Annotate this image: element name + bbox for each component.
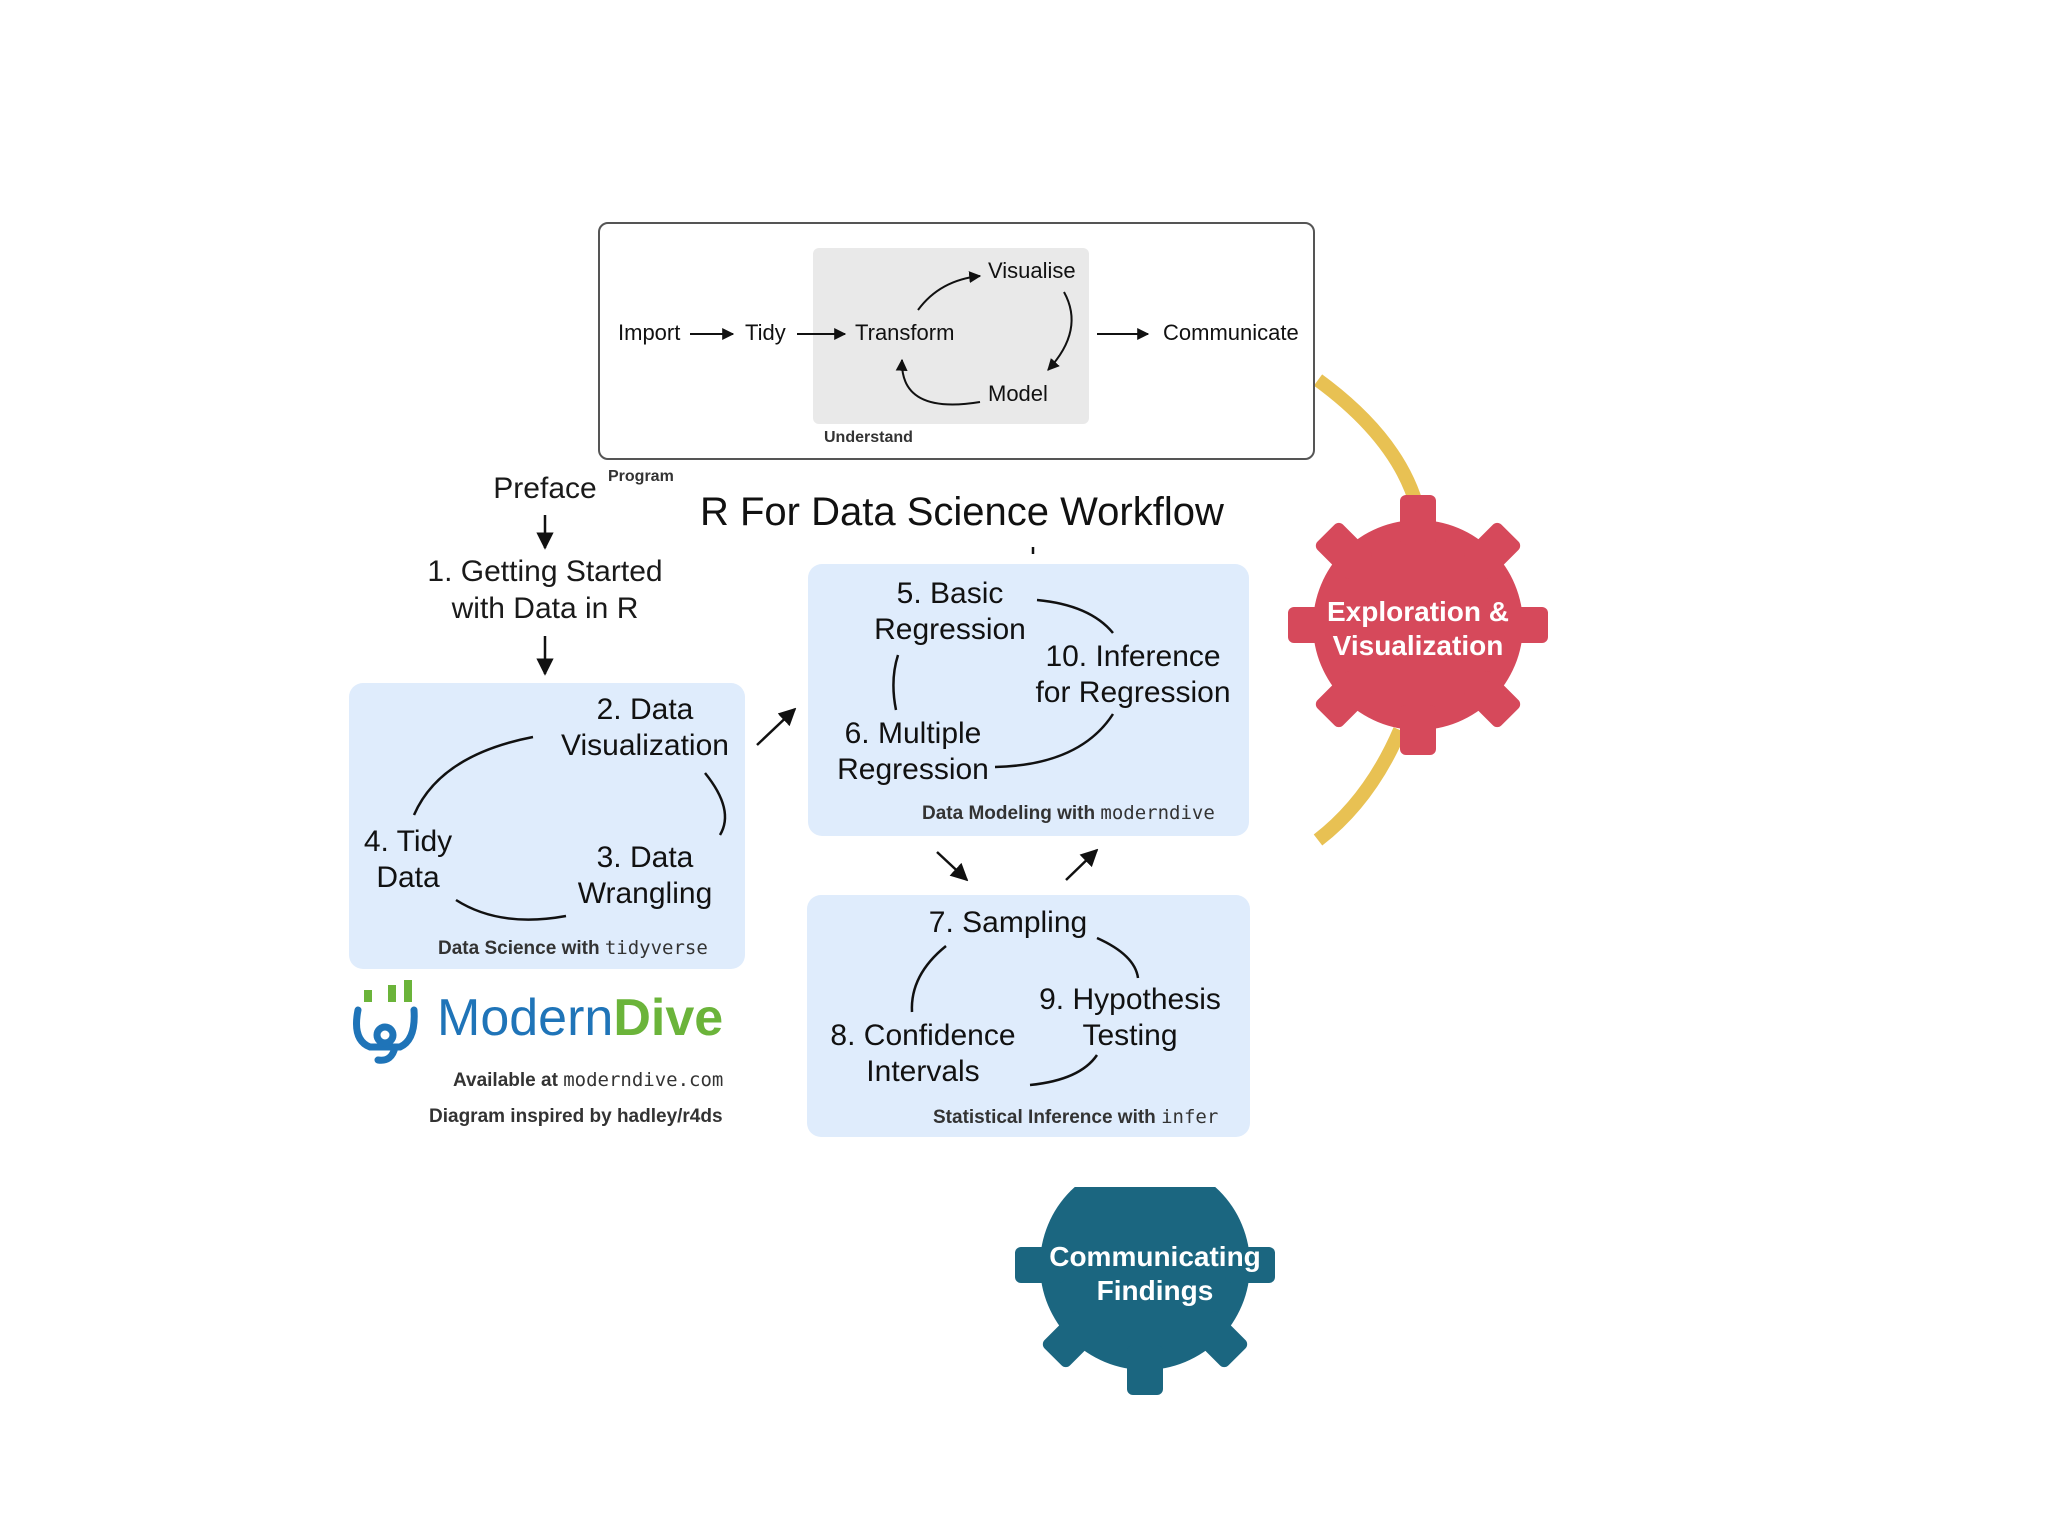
r4ds-model: Model	[988, 381, 1048, 406]
item-multiple-regression: 6. Multiple Regression	[837, 717, 989, 786]
teal-gear-crop	[1000, 1150, 1290, 1187]
r4ds-communicate: Communicate	[1163, 320, 1299, 345]
diagram-title: R For Data Science Workflow	[700, 490, 1224, 534]
moderndive-panel-footer: Data Modeling with moderndive	[922, 802, 1215, 824]
yellow-arc-bottom	[1313, 727, 1407, 846]
tidyverse-panel	[349, 683, 745, 969]
getting-started-line1: 1. Getting Started	[427, 555, 663, 588]
diagram-inspired-line: Diagram inspired by hadley/r4ds	[429, 1106, 723, 1127]
tidyverse-panel-footer: Data Science with tidyverse	[438, 937, 708, 959]
communicating-findings-label: Communicating Findings	[1049, 1241, 1261, 1306]
getting-started-label: 1. Getting Started with Data in R	[400, 553, 690, 627]
item-data-visualization: 2. Data Visualization	[561, 693, 729, 762]
item-confidence-intervals: 8. Confidence Intervals	[830, 1019, 1016, 1088]
understand-region	[813, 248, 1089, 424]
available-at-line: Available at moderndive.com	[453, 1069, 724, 1091]
getting-started-line2: with Data in R	[451, 592, 639, 625]
r4ds-import: Import	[618, 320, 681, 345]
item-hypothesis-testing: 9. Hypothesis Testing	[1039, 983, 1221, 1052]
item-basic-regression: 5. Basic Regression	[874, 577, 1026, 646]
exploration-visualization-label: Exploration & Visualization	[1326, 596, 1509, 661]
r4ds-understand-label: Understand	[824, 429, 913, 446]
exploration-gear-icon	[1288, 495, 1548, 755]
item-sampling: 7. Sampling	[928, 906, 1088, 939]
brand-dive: Dive	[613, 989, 724, 1047]
r4ds-visualise: Visualise	[988, 258, 1076, 283]
item-tidy-data: 4. Tidy Data	[363, 825, 453, 894]
moderndive-panel	[808, 564, 1249, 836]
brand-modern: Modern	[437, 989, 614, 1047]
item-inference-for-regression: 10. Inference for Regression	[1035, 640, 1231, 709]
infer-panel-footer: Statistical Inference with infer	[933, 1106, 1219, 1128]
communicating-gear-icon	[1015, 1160, 1275, 1395]
r4ds-tidy: Tidy	[745, 320, 786, 345]
yellow-arc-top	[1313, 374, 1425, 512]
preface-label: Preface	[493, 472, 597, 505]
r4ds-transform: Transform	[855, 320, 955, 345]
infer-panel	[807, 895, 1250, 1137]
item-data-wrangling: 3. Data Wrangling	[577, 841, 713, 910]
r4ds-program-label: Program	[608, 468, 674, 485]
moderndive-brand: ModernDive	[437, 988, 723, 1048]
